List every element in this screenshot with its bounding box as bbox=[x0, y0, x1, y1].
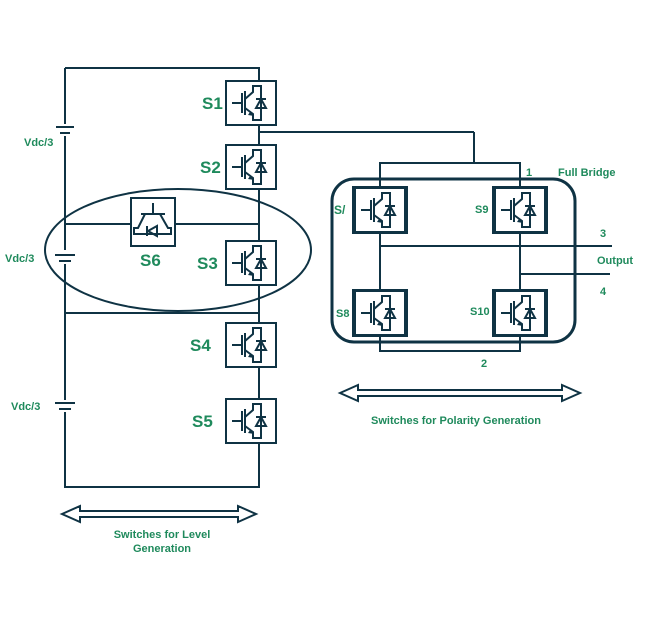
switch-s1-label: S1 bbox=[202, 94, 223, 113]
switch-s9 bbox=[492, 186, 548, 234]
level-double-arrow bbox=[59, 504, 259, 524]
switch-s3 bbox=[225, 240, 277, 286]
s6-s3-highlight-ellipse bbox=[44, 188, 312, 312]
switch-s9-label: S9 bbox=[475, 204, 488, 216]
switch-s1 bbox=[225, 80, 277, 126]
full-bridge-title: Full Bridge bbox=[558, 167, 615, 179]
switch-s8 bbox=[352, 289, 408, 337]
level-caption-line2: Generation bbox=[133, 543, 191, 555]
switch-s10 bbox=[492, 289, 548, 337]
switch-s5 bbox=[225, 398, 277, 444]
switch-s7-label: S/ bbox=[334, 203, 346, 217]
switch-s2 bbox=[225, 144, 277, 190]
dc-source-3 bbox=[55, 400, 75, 412]
switch-s3-label: S3 bbox=[197, 254, 218, 273]
level-circuit bbox=[64, 67, 475, 488]
switch-s10-label: S10 bbox=[470, 306, 490, 318]
dc-source-1-label: Vdc/3 bbox=[24, 137, 53, 149]
switch-s5-label: S5 bbox=[192, 412, 213, 431]
switch-s7 bbox=[352, 186, 408, 234]
switch-s6-label: S6 bbox=[140, 251, 161, 270]
polarity-caption: Switches for Polarity Generation bbox=[371, 415, 541, 427]
switch-s8-label: S8 bbox=[336, 308, 349, 320]
dc-source-3-label: Vdc/3 bbox=[11, 401, 40, 413]
node-1-label: 1 bbox=[526, 167, 532, 179]
switch-s2-label: S2 bbox=[200, 158, 221, 177]
level-caption-line1: Switches for Level bbox=[114, 529, 211, 541]
output-label: Output bbox=[597, 255, 633, 267]
dc-source-2 bbox=[55, 250, 75, 264]
node-2-label: 2 bbox=[481, 358, 487, 370]
polarity-double-arrow bbox=[337, 383, 583, 403]
node-3-label: 3 bbox=[600, 228, 606, 240]
full-bridge bbox=[330, 162, 612, 352]
dc-source-2-label: Vdc/3 bbox=[5, 253, 34, 265]
switch-s4 bbox=[225, 322, 277, 368]
dc-source-1 bbox=[56, 124, 74, 136]
switch-s4-label: S4 bbox=[190, 336, 211, 355]
node-4-label: 4 bbox=[600, 286, 607, 298]
switch-s6 bbox=[130, 197, 176, 247]
